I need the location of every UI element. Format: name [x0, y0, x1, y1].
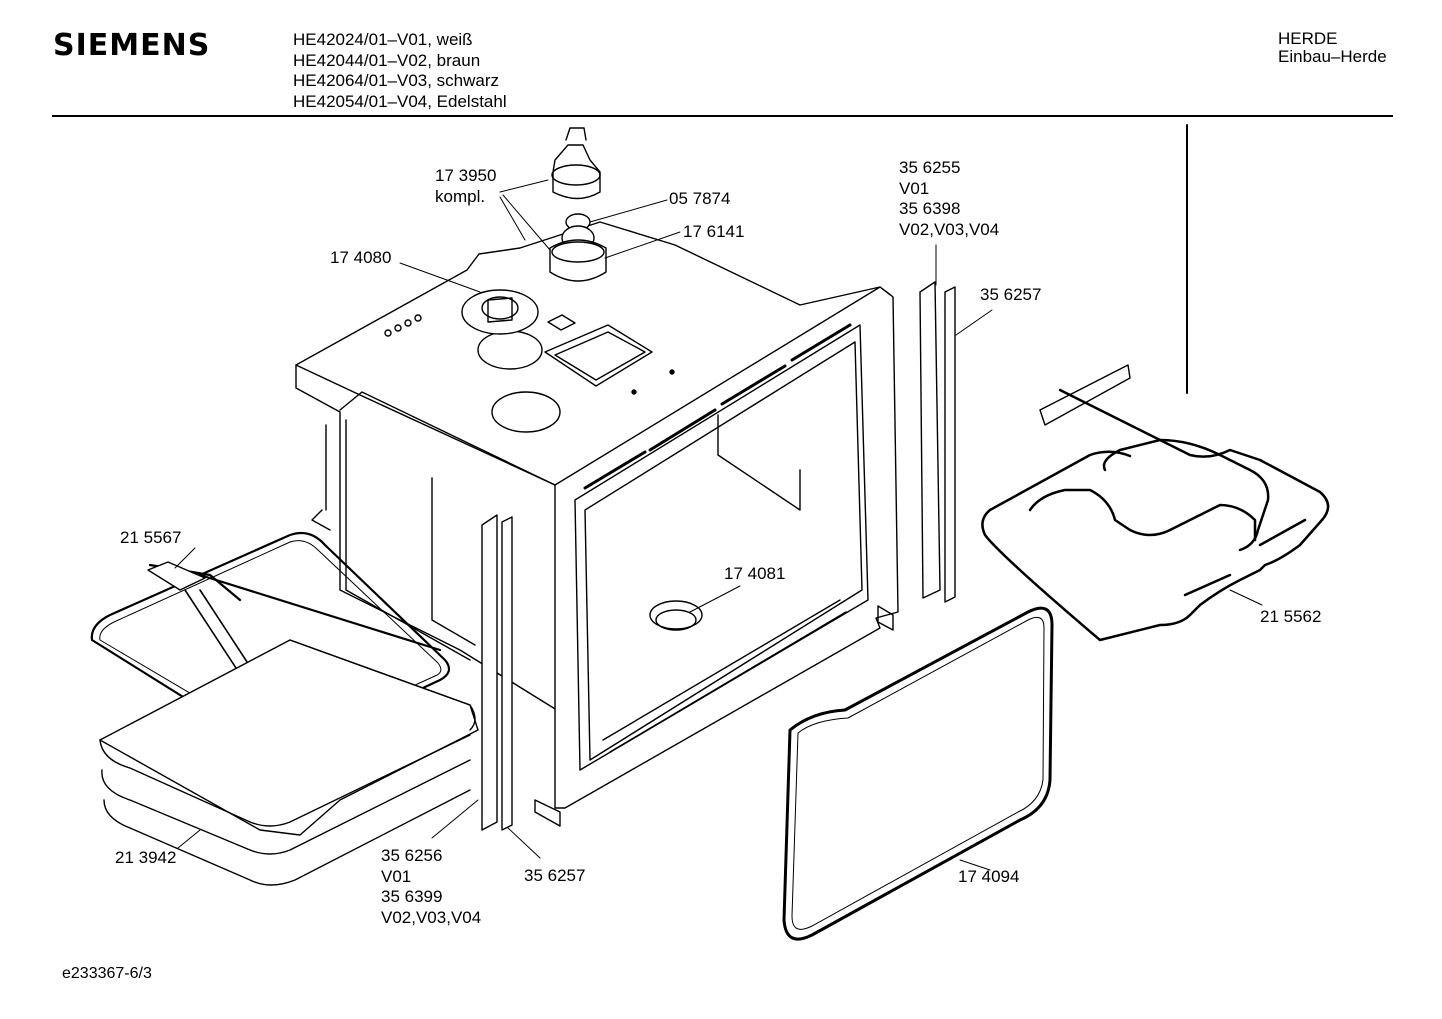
door-gasket: [782, 606, 1054, 941]
model-list: HE42024/01–V01, weiß HE42044/01–V02, bra…: [293, 30, 507, 112]
model-line: HE42054/01–V04, Edelstahl: [293, 91, 507, 111]
category-block: HERDE Einbau–Herde: [1278, 30, 1387, 66]
part-number: 17 3950: [435, 166, 497, 185]
baking-tray: [99, 639, 479, 886]
part-label-176141: 17 6141: [683, 222, 745, 241]
part-label-215567: 21 5567: [120, 528, 182, 547]
part-label-215562: 21 5562: [1260, 607, 1322, 626]
leader-lines: [174, 179, 1263, 871]
category-title: HERDE: [1278, 29, 1338, 48]
part-label-057874: 05 7874: [669, 189, 731, 208]
part-variant: V01: [899, 178, 930, 198]
model-line: HE42024/01–V01, weiß: [293, 30, 473, 49]
part-label-356257-bottom: 35 6257: [524, 866, 586, 885]
brand-logo: SIEMENS: [53, 28, 211, 63]
part-label-356256: 35 6256 V01 35 6399 V02,V03,V04: [381, 846, 481, 928]
part-label-213942: 21 3942: [115, 848, 177, 867]
document-code: e233367-6/3: [62, 965, 152, 982]
part-note: kompl.: [435, 186, 486, 206]
part-number: 35 6256: [381, 846, 443, 865]
part-label-174080: 17 4080: [330, 248, 392, 267]
part-label-356255: 35 6255 V01 35 6398 V02,V03,V04: [899, 158, 999, 240]
header-divider: [52, 115, 1393, 117]
oven-housing: [295, 221, 899, 827]
part-number: 35 6399: [381, 887, 443, 906]
model-line: HE42044/01–V02, braun: [293, 50, 481, 70]
part-number: 35 6255: [899, 158, 961, 177]
thermostat-assembly: [549, 127, 607, 282]
category-subtitle: Einbau–Herde: [1278, 47, 1387, 66]
part-variant: V01: [381, 866, 412, 886]
part-variant: V02,V03,V04: [381, 907, 482, 927]
part-variant: V02,V03,V04: [899, 219, 1000, 239]
part-label-356257-top: 35 6257: [980, 285, 1042, 304]
part-number: 35 6398: [899, 199, 961, 218]
part-label-174081: 17 4081: [724, 564, 786, 583]
model-line: HE42064/01–V03, schwarz: [293, 71, 500, 90]
part-label-173950: 17 3950 kompl.: [435, 166, 496, 207]
grill-heater: [981, 364, 1330, 642]
part-label-174094: 17 4094: [958, 867, 1020, 886]
side-rails: [481, 281, 956, 831]
